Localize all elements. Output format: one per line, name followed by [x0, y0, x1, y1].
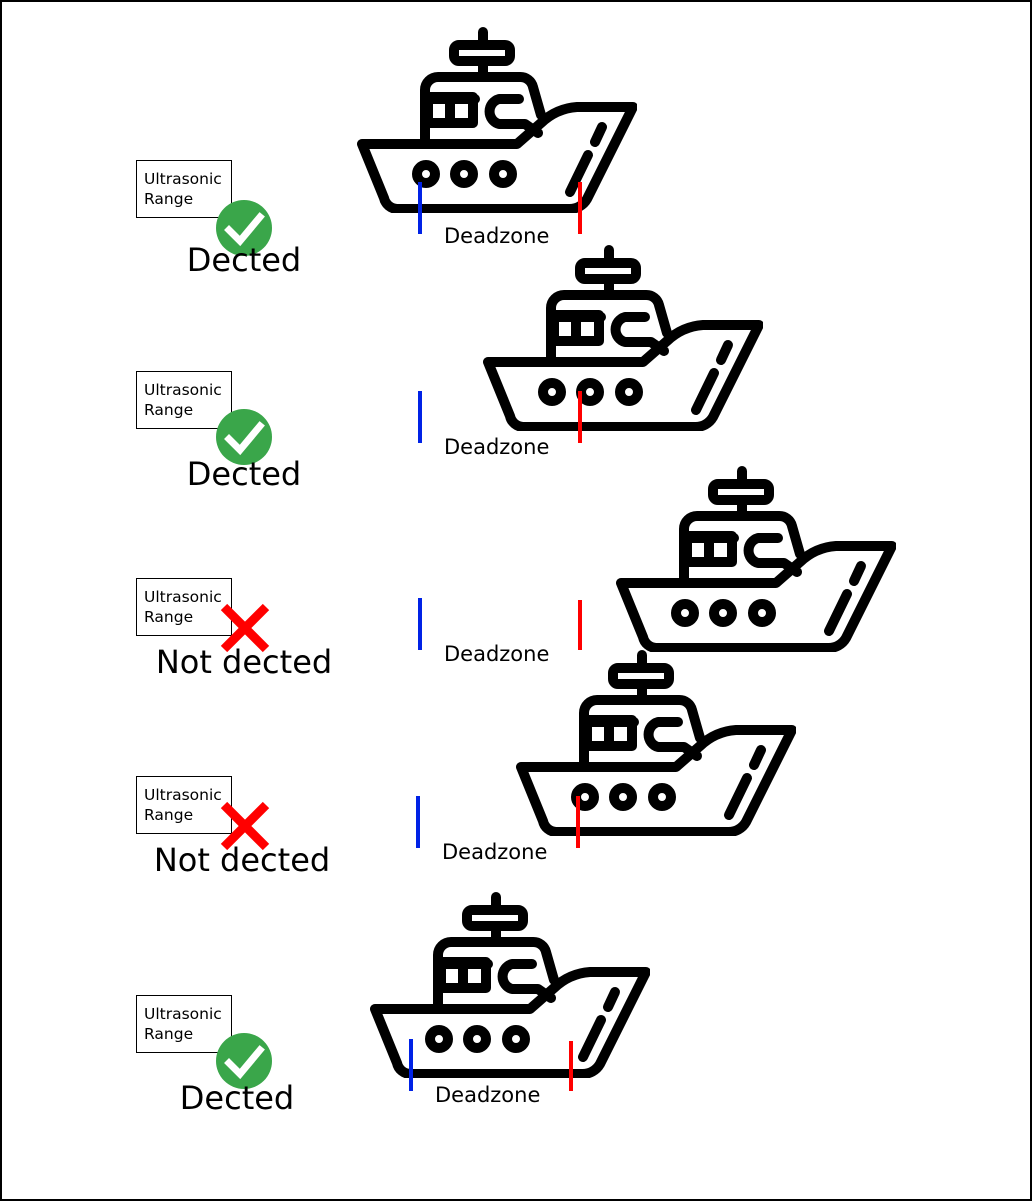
cross-icon	[220, 801, 270, 851]
range-label-line-2: Range	[144, 806, 194, 824]
detection-status-text: Not dected	[153, 841, 331, 879]
range-label-line-2: Range	[144, 190, 194, 208]
scenario-row-1: Ultrasonic Range Dected Deadzone	[2, 2, 1032, 278]
blue-marker	[418, 182, 422, 234]
deadzone-label: Deadzone	[444, 642, 550, 666]
ship-icon	[357, 27, 637, 213]
range-label-line-1: Ultrasonic	[144, 381, 222, 399]
range-label-line-1: Ultrasonic	[144, 588, 222, 606]
cross-icon	[220, 603, 270, 653]
ultrasonic-range-box: Ultrasonic Range	[136, 776, 232, 834]
ultrasonic-range-box: Ultrasonic Range	[136, 371, 232, 429]
deadzone-label: Deadzone	[444, 224, 550, 248]
detection-status-text: Dected	[186, 455, 302, 493]
deadzone-label: Deadzone	[444, 435, 550, 459]
blue-marker	[418, 391, 422, 443]
detection-status-text: Not dected	[155, 643, 333, 681]
check-icon	[216, 1033, 272, 1089]
range-label-line-2: Range	[144, 401, 194, 419]
check-icon	[216, 409, 272, 465]
red-marker	[576, 796, 580, 848]
ultrasonic-range-box: Ultrasonic Range	[136, 160, 232, 218]
ship-icon	[616, 466, 896, 652]
red-marker	[569, 1041, 573, 1091]
red-marker	[578, 600, 582, 650]
ultrasonic-range-box: Ultrasonic Range	[136, 995, 232, 1053]
range-label-line-1: Ultrasonic	[144, 786, 222, 804]
ship-icon	[483, 245, 763, 431]
blue-marker	[416, 796, 420, 848]
ship-icon	[516, 650, 796, 836]
blue-marker	[418, 598, 422, 650]
range-label-line-2: Range	[144, 608, 194, 626]
deadzone-label: Deadzone	[442, 840, 548, 864]
red-marker	[578, 182, 582, 234]
scenario-row-3: Ultrasonic Range Not dected Deadzone	[2, 2, 1032, 680]
blue-marker	[409, 1039, 413, 1091]
red-marker	[578, 391, 582, 443]
detection-status-text: Dected	[179, 1079, 295, 1117]
scenario-row-2: Ultrasonic Range Dected Deadzone	[2, 2, 1032, 492]
range-label-line-2: Range	[144, 1025, 194, 1043]
detection-status-text: Dected	[186, 241, 302, 279]
deadzone-label: Deadzone	[435, 1083, 541, 1107]
check-icon	[216, 200, 272, 256]
scenario-row-4: Ultrasonic Range Not dected Deadzone	[2, 2, 1032, 878]
range-label-line-1: Ultrasonic	[144, 170, 222, 188]
ultrasonic-range-box: Ultrasonic Range	[136, 578, 232, 636]
scenario-row-5: Ultrasonic Range Dected Deadzone	[2, 2, 1032, 1116]
ship-icon	[370, 892, 650, 1078]
range-label-line-1: Ultrasonic	[144, 1005, 222, 1023]
